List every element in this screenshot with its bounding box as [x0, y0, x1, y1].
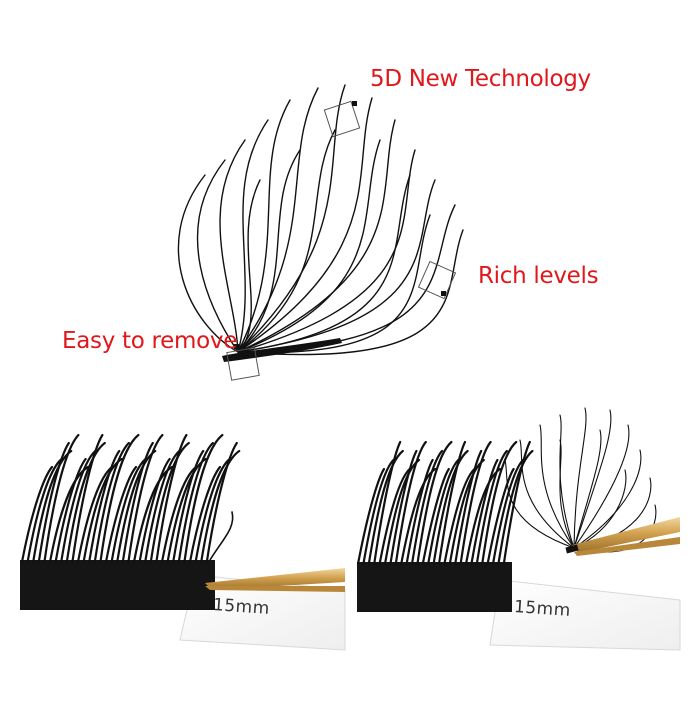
tray-lash-strand — [470, 458, 499, 566]
tray-length-label-right: 15mm — [513, 597, 572, 621]
tray-lash-strand — [421, 467, 450, 566]
tray-lash-strand — [459, 440, 492, 566]
tray-lash-strand — [432, 449, 469, 566]
fan-lash-strand — [237, 97, 373, 353]
fan-lash-strand — [504, 459, 575, 549]
tray-lash-strand — [367, 449, 404, 566]
marker-technology — [323, 100, 361, 138]
tray-lash-strand — [37, 441, 70, 564]
label-rich-levels: Rich levels — [478, 263, 599, 289]
tray-lash-strand — [127, 433, 164, 564]
tray-lash-strand — [20, 465, 54, 564]
label-5d-new-technology: 5D New Technology — [370, 66, 591, 92]
fan-lash-strand — [237, 119, 269, 353]
fan-lash-strand — [177, 174, 239, 353]
fan-lash-strand — [573, 407, 587, 549]
tray-lash-strand — [188, 465, 222, 564]
tray-lash-strand — [205, 441, 238, 564]
tray-lash-strand — [121, 441, 154, 564]
fan-lash-strand — [196, 159, 239, 353]
tray-lash-strand — [437, 440, 467, 566]
fan-lash-strand — [219, 139, 246, 353]
tray-lash-strand — [394, 440, 427, 566]
tray-lash-strand — [149, 441, 190, 564]
fan-lash-strand — [573, 424, 630, 549]
tray-lash-strand — [172, 449, 205, 564]
tray-lash-strand — [144, 449, 181, 564]
fan-lash-strand — [519, 439, 575, 549]
tray-lash-strand — [416, 440, 453, 566]
tray-lash-strand — [481, 440, 518, 566]
fan-lash-strand — [237, 87, 319, 353]
fan-lash-strand — [237, 119, 396, 353]
fan-lash-strand — [237, 214, 431, 354]
tray-lash-strand — [160, 465, 198, 564]
fan-lash-strand — [237, 139, 381, 353]
tray-lash-strand — [209, 511, 234, 561]
tray-lash-strand — [43, 433, 80, 564]
tray-lash-strand — [183, 433, 224, 564]
tray-lash-strand — [110, 457, 147, 564]
fan-lash-strand — [573, 429, 602, 549]
tray-lash-strand — [454, 449, 483, 566]
tray-length-label-left: 15mm — [212, 595, 271, 619]
marker-rich-levels — [417, 260, 457, 300]
fan-lash-strand — [237, 99, 291, 353]
tray-lash-strand — [486, 467, 515, 566]
tray-lash-strand — [76, 465, 114, 564]
tray-lash-strand — [373, 440, 402, 566]
marker-easy-remove — [226, 344, 260, 381]
tray-lash-strand — [378, 467, 411, 566]
fan-lash-strand — [559, 414, 575, 549]
fan-lash-strand — [237, 174, 411, 353]
tray-lash-strand — [71, 433, 104, 564]
fan-lash-strand — [573, 449, 642, 549]
fan-lash-strand — [573, 409, 612, 549]
label-easy-to-remove: Easy to remove — [62, 328, 238, 354]
tray-lash-strand — [54, 457, 87, 564]
fan-lash-strand — [237, 129, 336, 353]
tray-lash-strand — [138, 457, 171, 564]
tray-lash-strand — [26, 457, 63, 564]
fan-lash-strand — [559, 439, 575, 549]
fan-lash-illustration — [177, 84, 464, 362]
fan-lash-strand — [539, 424, 575, 549]
tray-lash-strand — [410, 449, 444, 566]
lash-tray-left — [20, 433, 346, 680]
tray-lash-strand — [88, 449, 121, 564]
fan-lash-strand — [237, 179, 261, 353]
tray-lash-strand — [99, 433, 140, 564]
tray-lash-strand — [60, 449, 97, 564]
tray-lash-strand — [65, 441, 106, 564]
fan-lash-strand — [237, 84, 346, 353]
tray-lash-strand — [443, 467, 476, 566]
tray-lash-strand — [155, 433, 188, 564]
fan-lash-base — [222, 338, 342, 362]
tray-lash-strand — [200, 449, 241, 564]
tray-lash-strand — [356, 467, 386, 566]
tray-lash-strand — [104, 465, 138, 564]
tray-lash-strand — [502, 440, 531, 566]
tray-lash-strand — [405, 458, 434, 566]
fan-lash-strand — [237, 149, 416, 353]
tray-lash-strand — [362, 458, 395, 566]
tray-lash-strand — [475, 449, 508, 566]
fan-lash-strand — [237, 229, 464, 356]
tray-lash-strand — [389, 449, 418, 566]
tray-lash-strand — [491, 458, 525, 566]
lash-tray-right — [356, 407, 681, 651]
tray-lash-strand — [177, 441, 214, 564]
fan-lash-strand — [237, 149, 301, 353]
tray-lash-strand — [194, 457, 231, 564]
tray-lash-strand — [497, 449, 534, 566]
tray-lash-strand — [427, 458, 460, 566]
tray-lash-strand — [93, 441, 130, 564]
fan-lash-strand — [237, 179, 436, 353]
